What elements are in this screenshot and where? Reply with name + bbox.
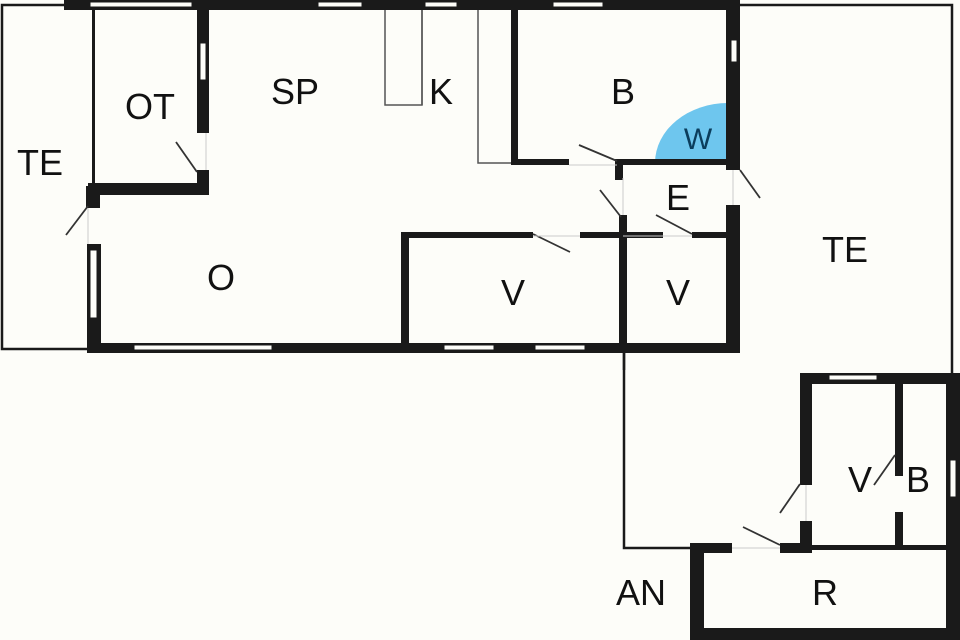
door-swings <box>65 141 896 546</box>
room-label-b-top: B <box>610 71 636 112</box>
room-label-b-annex: B <box>905 459 931 500</box>
terrace-outlines <box>0 3 954 550</box>
room-label-v-mid: V <box>500 272 526 313</box>
walls <box>64 0 960 640</box>
windows <box>89 1 957 498</box>
room-label-te-right: TE <box>821 229 869 270</box>
door-openings <box>87 133 807 549</box>
room-label-v-small: V <box>665 272 691 313</box>
shower-area <box>655 103 728 163</box>
room-label-v-annex: V <box>847 459 873 500</box>
room-label-sp: SP <box>270 71 320 112</box>
room-label-k: K <box>428 71 454 112</box>
room-label-w: W <box>683 123 713 156</box>
room-label-an: AN <box>615 572 667 613</box>
room-label-o: O <box>206 257 236 298</box>
room-label-te-left: TE <box>16 142 64 183</box>
room-label-r: R <box>812 572 838 613</box>
room-label-ot: OT <box>125 86 175 127</box>
room-label-e: E <box>665 177 691 218</box>
